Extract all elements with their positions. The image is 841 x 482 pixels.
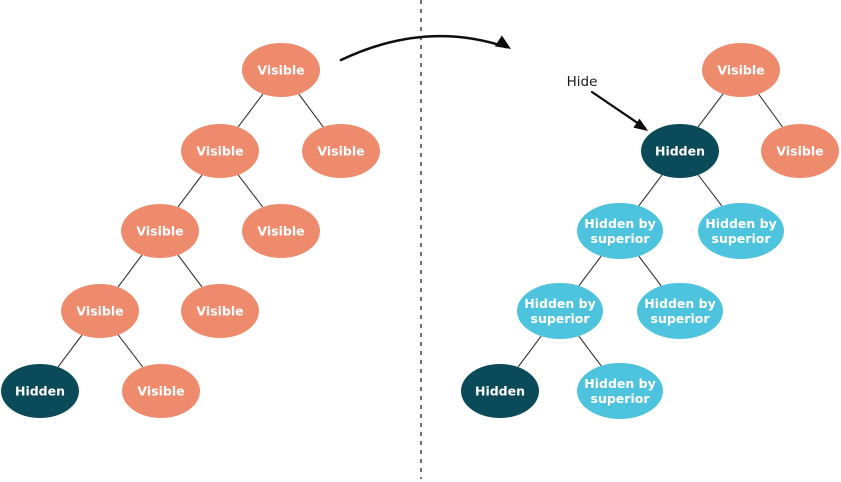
node-label: Hidden [15, 384, 65, 399]
node-ellipse[interactable] [181, 124, 259, 178]
tree-edge [638, 174, 663, 207]
tree-edge [117, 334, 144, 368]
node-ellipse[interactable] [761, 124, 839, 178]
node-ellipse[interactable] [702, 43, 780, 97]
tree-edge [578, 255, 602, 287]
node-label: Visible [136, 224, 183, 239]
node-label-line: Hidden by [644, 296, 715, 311]
hide-callout-label: Hide [567, 74, 598, 90]
node-label: Visible [196, 304, 243, 319]
node-ellipse[interactable] [121, 204, 199, 258]
node-label: Visible [776, 144, 823, 159]
tree-edge [758, 93, 783, 128]
node-ellipse[interactable] [461, 364, 539, 418]
tree-edge [517, 335, 542, 368]
node-ellipse[interactable] [181, 284, 259, 338]
tree-edge [697, 93, 724, 128]
node-ellipse[interactable] [517, 283, 603, 339]
node-label-line: Hidden by [705, 216, 776, 231]
tree-node-visible[interactable]: Visible [761, 124, 839, 178]
node-ellipse[interactable] [242, 43, 320, 97]
tree-node-visible[interactable]: Visible [181, 124, 259, 178]
tree-node-hidden[interactable]: Hidden [461, 364, 539, 418]
node-ellipse[interactable] [61, 284, 139, 338]
tree-edge [237, 93, 264, 128]
tree-edge [177, 174, 203, 208]
tree-edge [638, 255, 662, 287]
tree-edge [237, 174, 264, 208]
node-label: Visible [196, 144, 243, 159]
transition-arrow-head [494, 35, 511, 49]
hide-callout-arrow-head [633, 118, 648, 131]
node-label-line: Hidden by [524, 296, 595, 311]
tree-edge [298, 93, 324, 128]
node-ellipse[interactable] [577, 363, 663, 419]
tree-node-visible[interactable]: Visible [702, 43, 780, 97]
transition-arrow [339, 34, 511, 62]
tree-node-hidden[interactable]: Hidden [1, 364, 79, 418]
tree-node-visible[interactable]: Visible [181, 284, 259, 338]
node-label-line: superior [651, 311, 711, 326]
after-state-edges [517, 93, 783, 368]
node-label-line: superior [531, 311, 591, 326]
node-label: Visible [257, 224, 304, 239]
node-ellipse[interactable] [577, 203, 663, 259]
tree-edge [578, 335, 602, 367]
tree-edge [57, 334, 83, 368]
node-ellipse[interactable] [698, 203, 784, 259]
node-ellipse[interactable] [302, 124, 380, 178]
tree-edge [117, 254, 143, 288]
node-label-line: Hidden by [584, 216, 655, 231]
node-label-line: superior [591, 391, 651, 406]
node-ellipse[interactable] [641, 124, 719, 178]
node-ellipse[interactable] [242, 204, 320, 258]
node-label-line: superior [591, 231, 651, 246]
tree-edge [697, 174, 723, 207]
node-ellipse[interactable] [122, 364, 200, 418]
node-label: Visible [317, 144, 364, 159]
tree-node-hidden[interactable]: Hidden [641, 124, 719, 178]
node-label: Visible [76, 304, 123, 319]
node-label: Hidden [475, 384, 525, 399]
tree-node-visible[interactable]: Visible [122, 364, 200, 418]
node-label-line: Hidden by [584, 376, 655, 391]
tree-edge [177, 254, 203, 288]
tree-node-visible[interactable]: Visible [121, 204, 199, 258]
node-label: Visible [137, 384, 184, 399]
node-label: Visible [717, 63, 764, 78]
tree-node-visible[interactable]: Visible [242, 43, 320, 97]
tree-node-visible[interactable]: Visible [302, 124, 380, 178]
tree-node-visible[interactable]: Visible [242, 204, 320, 258]
node-label: Visible [257, 63, 304, 78]
hide-callout: Hide [567, 74, 648, 131]
before-state-edges [57, 93, 324, 368]
node-label-line: superior [712, 231, 772, 246]
node-label: Hidden [655, 144, 705, 159]
tree-node-visible[interactable]: Visible [61, 284, 139, 338]
node-ellipse[interactable] [637, 283, 723, 339]
node-ellipse[interactable] [1, 364, 79, 418]
